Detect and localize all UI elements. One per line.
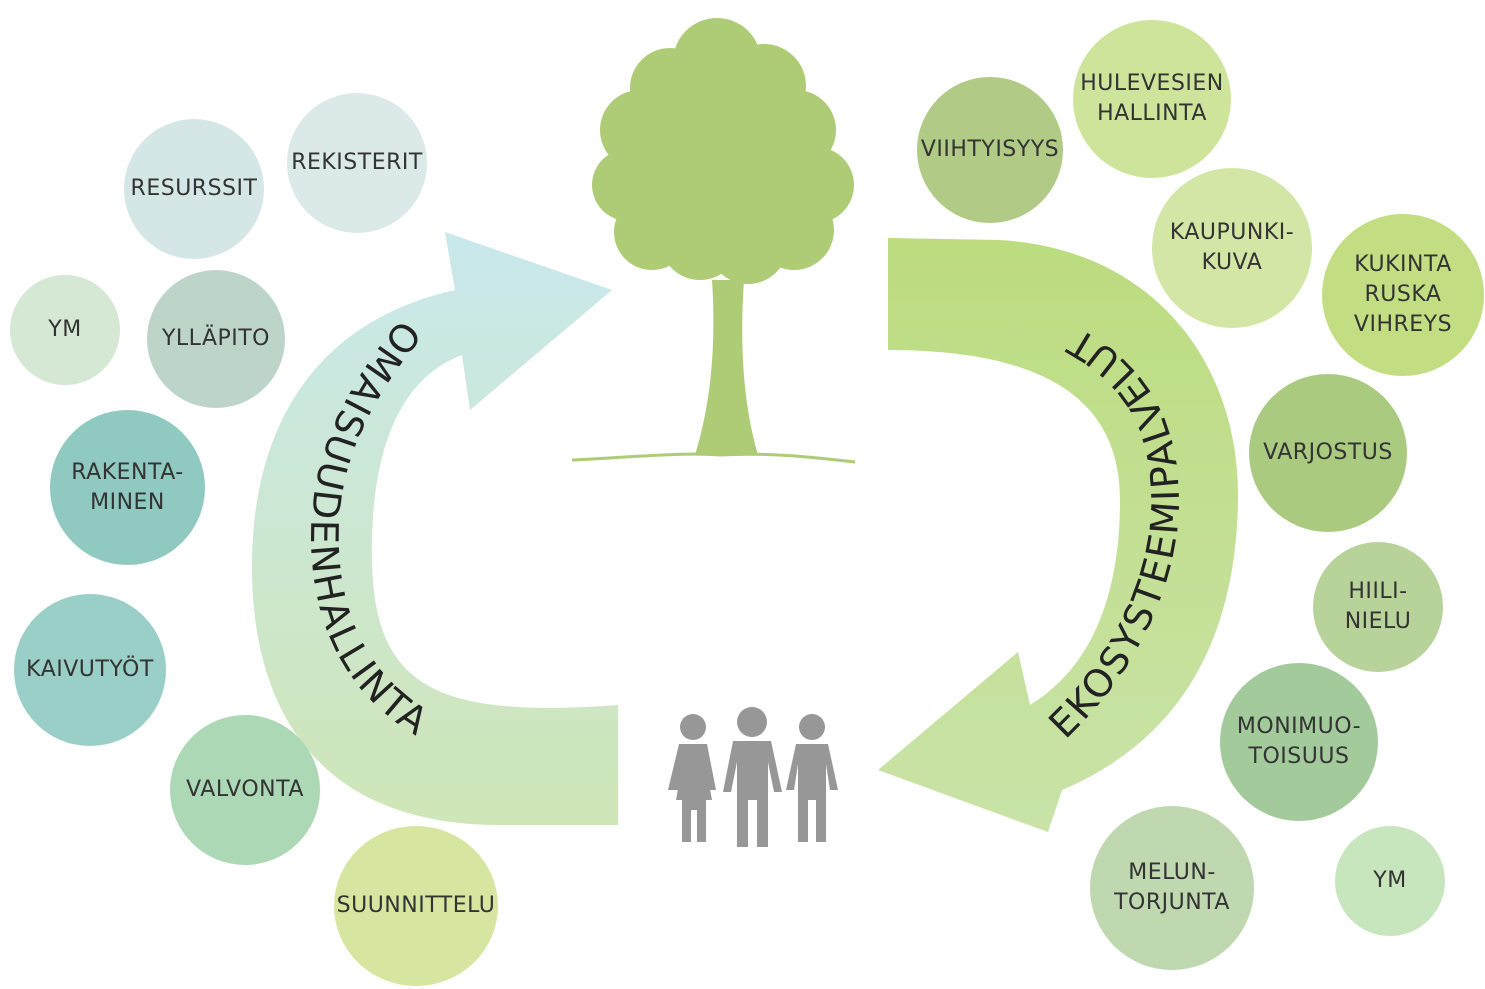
bubble-viihtyisyys: VIIHTYISYYS: [917, 77, 1063, 223]
bubble-hulevesien-hallinta: HULEVESIEN HALLINTA: [1073, 20, 1231, 178]
bubble-label: HIILI- NIELU: [1344, 579, 1412, 634]
bubble-varjostus: VARJOSTUS: [1249, 374, 1407, 532]
bubble-label: RESURSSIT: [130, 176, 258, 201]
bubble-label: HULEVESIEN HALLINTA: [1080, 71, 1224, 126]
bubble-yllapito: YLLÄPITO: [147, 270, 285, 408]
bubble-ym-right: YM: [1335, 826, 1445, 936]
bubble-label: SUUNNITTELU: [336, 893, 496, 918]
bubble-label: YM: [48, 317, 82, 342]
bubble-label: VARJOSTUS: [1263, 440, 1393, 465]
bubble-meluntorjunta: MELUN- TORJUNTA: [1090, 806, 1254, 970]
bubble-resurssit: RESURSSIT: [124, 119, 264, 259]
people-icon: [668, 707, 838, 847]
bubble-rekisterit: REKISTERIT: [287, 93, 427, 233]
bubble-rakentaminen: RAKENTA- MINEN: [50, 410, 205, 565]
bubble-kaupunkikuva: KAUPUNKI- KUVA: [1152, 168, 1312, 328]
bubble-label: YM: [1373, 868, 1407, 893]
bubble-label: MELUN- TORJUNTA: [1114, 860, 1230, 915]
bubble-label: VIIHTYISYYS: [920, 137, 1060, 162]
tree-icon: [571, 18, 856, 464]
bubble-ym-left: YM: [10, 275, 120, 385]
right-cycle-arrow: [878, 238, 1239, 832]
bubble-label: RAKENTA- MINEN: [71, 459, 184, 515]
bubble-suunnittelu: SUUNNITTELU: [334, 826, 498, 986]
bubble-label: REKISTERIT: [291, 150, 423, 175]
bubble-label: VALVONTA: [186, 777, 304, 802]
bubble-kukinta-ruska-vihreys: KUKINTA RUSKA VIHREYS: [1322, 214, 1484, 376]
bubble-label: YLLÄPITO: [161, 326, 271, 351]
left-cycle-arrow: [251, 232, 618, 825]
bubble-label: MONIMUO- TOISUUS: [1236, 714, 1362, 769]
bubble-label: KUKINTA RUSKA VIHREYS: [1353, 252, 1453, 337]
bubble-label: KAIVUTYÖT: [26, 657, 154, 682]
bubble-monimuotoisuus: MONIMUO- TOISUUS: [1220, 663, 1378, 821]
bubble-valvonta: VALVONTA: [170, 715, 320, 865]
bubble-kaivutyot: KAIVUTYÖT: [14, 594, 166, 746]
bubble-label: KAUPUNKI- KUVA: [1169, 220, 1295, 275]
bubble-hiilinielu: HIILI- NIELU: [1313, 542, 1443, 672]
